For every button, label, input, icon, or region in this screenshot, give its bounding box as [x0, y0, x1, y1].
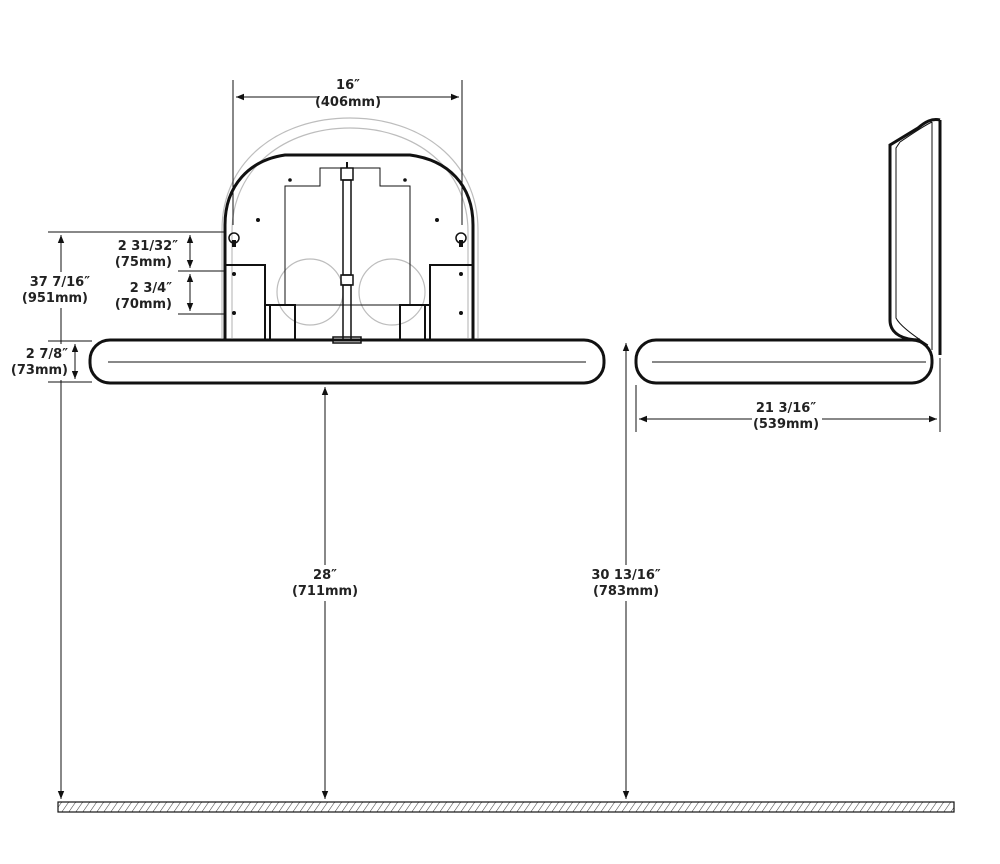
floor [57, 801, 955, 813]
dim-sideheight-metric: (783mm) [593, 584, 659, 599]
ghost-circle-left [276, 258, 344, 326]
dim-tableheight-metric: (711mm) [292, 584, 358, 599]
dim-tableheight-imperial: 28″ [313, 568, 337, 583]
bracket-left [225, 264, 296, 340]
dim-width-imperial: 16″ [336, 78, 360, 93]
keyhole-right [455, 232, 467, 247]
dimension-labels: 16″ (406mm) 2 31/32″ (75mm) 2 3/4″ (70mm… [10, 76, 822, 601]
side-backplate [888, 118, 942, 355]
dim-depth-metric: (539mm) [753, 417, 819, 432]
dim-thickness-metric: (73mm) [11, 363, 68, 378]
front-table [88, 338, 606, 385]
dim-overall-imperial: 37 7/16″ [30, 275, 91, 290]
dimension-lines [48, 80, 941, 799]
bracket-right [399, 264, 473, 340]
dim-bracket-metric: (70mm) [115, 297, 172, 312]
front-ghost-outline [221, 117, 479, 338]
dim-bracket-imperial: 2 3/4″ [130, 281, 172, 296]
dim-sideheight-imperial: 30 13/16″ [591, 568, 661, 583]
front-ghost-inner [231, 127, 469, 338]
side-table [634, 338, 934, 385]
dim-width-metric: (406mm) [315, 95, 381, 110]
spring-strut [332, 162, 362, 344]
ghost-circle-right [358, 258, 426, 326]
dim-depth-imperial: 21 3/16″ [756, 401, 817, 416]
back-plate [223, 153, 475, 340]
side-backplate-inner [895, 121, 933, 350]
keyhole-left [228, 232, 240, 247]
center-plate [284, 167, 411, 306]
dim-thickness-imperial: 2 7/8″ [26, 347, 68, 362]
dim-hole-metric: (75mm) [115, 255, 172, 270]
dim-overall-metric: (951mm) [22, 291, 88, 306]
front-view [88, 117, 606, 385]
side-view [634, 118, 942, 385]
screw-holes [232, 218, 463, 315]
dim-hole-imperial: 2 31/32″ [118, 239, 179, 254]
